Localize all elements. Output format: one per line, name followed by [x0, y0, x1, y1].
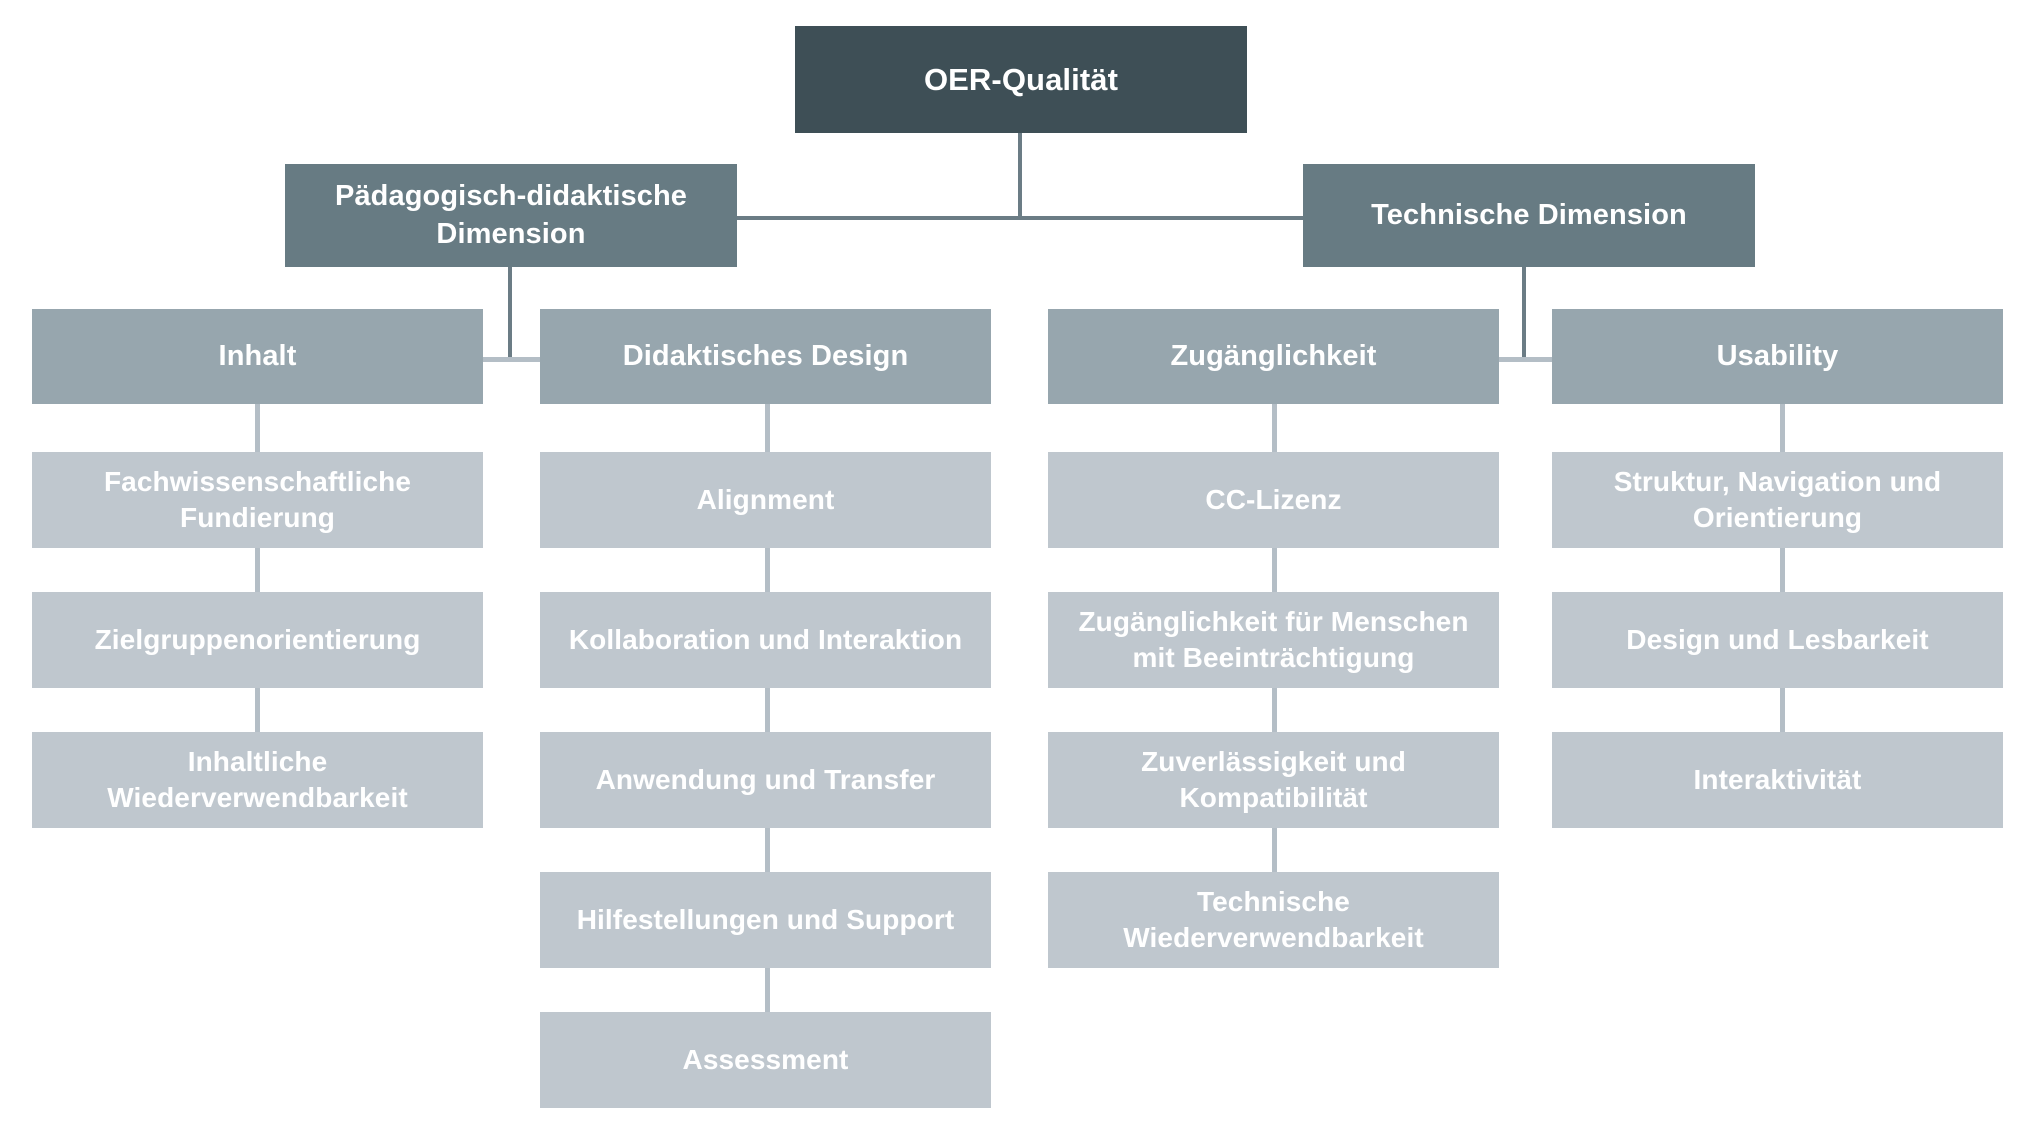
leaf-label: CC-Lizenz [1205, 484, 1342, 516]
node-paedagogisch-didaktische-dimension[interactable]: Pädagogisch-didaktische Dimension [285, 164, 737, 267]
node-label: Didaktisches Design [622, 339, 909, 372]
leaf-inhaltliche-wiederverwendbarkeit[interactable]: Inhaltliche Wiederverwendbarkeit [32, 732, 483, 828]
connector-left-categories-horizontal [260, 357, 760, 362]
connector-root-vertical [1018, 133, 1022, 219]
leaf-label: Zuverlässigkeit und Kompatibilität [1141, 746, 1406, 813]
connector-right-categories-horizontal [1274, 357, 1774, 362]
leaf-label: Alignment [696, 484, 835, 516]
leaf-label: Kollaboration und Interaktion [568, 624, 963, 656]
node-label: Usability [1716, 339, 1839, 372]
node-category-didaktisches-design[interactable]: Didaktisches Design [540, 309, 991, 404]
leaf-anwendung-und-transfer[interactable]: Anwendung und Transfer [540, 732, 991, 828]
leaf-label: Zielgruppenorientierung [94, 624, 421, 656]
leaf-assessment[interactable]: Assessment [540, 1012, 991, 1108]
leaf-label: Inhaltliche Wiederverwendbarkeit [107, 746, 408, 813]
leaf-label: Assessment [682, 1044, 849, 1076]
leaf-label: Anwendung und Transfer [595, 764, 936, 796]
leaf-interaktivitaet[interactable]: Interaktivität [1552, 732, 2003, 828]
node-category-inhalt[interactable]: Inhalt [32, 309, 483, 404]
leaf-label: Zugänglichkeit für Menschen mit Beeinträ… [1078, 606, 1469, 673]
leaf-hilfestellungen-und-support[interactable]: Hilfestellungen und Support [540, 872, 991, 968]
leaf-zugaenglichkeit-fuer-menschen-mit-beeintraechtigung[interactable]: Zugänglichkeit für Menschen mit Beeinträ… [1048, 592, 1499, 688]
leaf-fachwissenschaftliche-fundierung[interactable]: Fachwissenschaftliche Fundierung [32, 452, 483, 548]
node-category-usability[interactable]: Usability [1552, 309, 2003, 404]
leaf-cc-lizenz[interactable]: CC-Lizenz [1048, 452, 1499, 548]
leaf-kollaboration-und-interaktion[interactable]: Kollaboration und Interaktion [540, 592, 991, 688]
leaf-technische-wiederverwendbarkeit[interactable]: Technische Wiederverwendbarkeit [1048, 872, 1499, 968]
leaf-label: Technische Wiederverwendbarkeit [1123, 886, 1424, 953]
node-category-zugaenglichkeit[interactable]: Zugänglichkeit [1048, 309, 1499, 404]
leaf-label: Hilfestellungen und Support [576, 904, 955, 936]
leaf-alignment[interactable]: Alignment [540, 452, 991, 548]
leaf-label: Fachwissenschaftliche Fundierung [103, 466, 412, 533]
leaf-design-und-lesbarkeit[interactable]: Design und Lesbarkeit [1552, 592, 2003, 688]
node-technische-dimension[interactable]: Technische Dimension [1303, 164, 1755, 267]
connector-dimensions-horizontal [736, 216, 1304, 220]
leaf-label: Interaktivität [1693, 764, 1862, 796]
leaf-struktur-navigation-und-orientierung[interactable]: Struktur, Navigation und Orientierung [1552, 452, 2003, 548]
node-oer-qualitaet[interactable]: OER-Qualität [795, 26, 1247, 133]
leaf-zielgruppenorientierung[interactable]: Zielgruppenorientierung [32, 592, 483, 688]
node-label: Technische Dimension [1371, 198, 1687, 231]
node-label: Inhalt [218, 339, 297, 372]
connector-right-dimension-vertical [1522, 267, 1526, 360]
node-label: Zugänglichkeit [1170, 339, 1377, 372]
leaf-label: Design und Lesbarkeit [1626, 624, 1929, 656]
node-label: Pädagogisch-didaktische Dimension [335, 180, 687, 250]
leaf-zuverlaessigkeit-und-kompatibilitaet[interactable]: Zuverlässigkeit und Kompatibilität [1048, 732, 1499, 828]
leaf-label: Struktur, Navigation und Orientierung [1613, 466, 1942, 533]
node-label: OER-Qualität [923, 61, 1119, 97]
connector-left-dimension-vertical [508, 267, 512, 360]
